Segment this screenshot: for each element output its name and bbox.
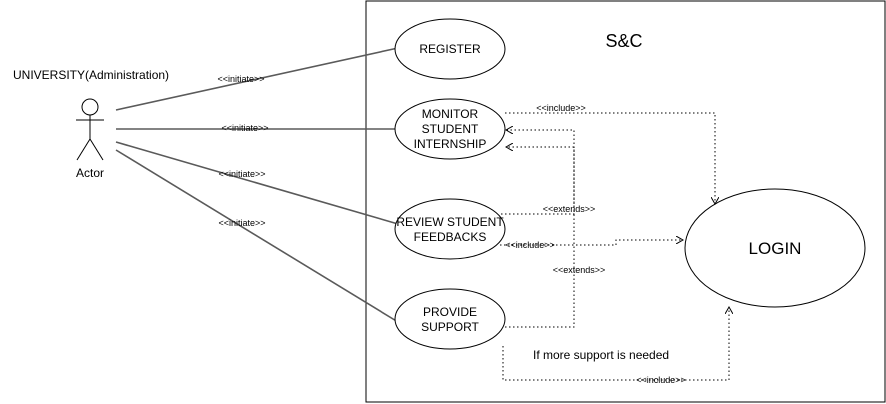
use-case-monitor-line-3: INTERNSHIP [414, 137, 487, 151]
include-label-support: <<include>> [636, 375, 686, 385]
include-label-review: <<include>> [505, 240, 555, 250]
system-title: S&C [605, 31, 642, 51]
actor-stick-figure[interactable] [76, 98, 104, 161]
include-label-monitor: <<include>> [536, 103, 586, 113]
use-case-provide-support[interactable] [394, 288, 506, 350]
use-case-monitor-line-1: MONITOR [422, 107, 479, 121]
include-edge-support-login [502, 307, 729, 381]
use-case-review-line-1: REVIEW STUDENT [396, 215, 504, 229]
use-case-register-label: REGISTER [419, 42, 481, 56]
condition-note: If more support is needed [533, 348, 669, 362]
association-register [115, 47, 399, 111]
actor-right-leg [89, 138, 104, 161]
extends-label-support: <<extends>> [553, 265, 606, 275]
extends-label-review: <<extends>> [543, 204, 596, 214]
extends-edge-review-monitor [501, 147, 575, 215]
include-edge-monitor-login [505, 112, 715, 204]
use-case-login-label: LOGIN [749, 239, 802, 258]
use-case-login[interactable] [684, 188, 866, 308]
use-case-support-line-2: SUPPORT [421, 320, 479, 334]
actor-role-label: UNIVERSITY(Administration) [13, 68, 169, 82]
use-case-review-line-2: FEEDBACKS [414, 230, 487, 244]
use-case-review-student-feedbacks[interactable] [394, 198, 506, 260]
use-case-support-line-1: PROVIDE [423, 305, 477, 319]
initiate-label-monitor: <<initiate>> [221, 123, 268, 133]
initiate-label-register: <<initiate>> [217, 74, 264, 84]
initiate-label-review: <<initiate>> [218, 169, 265, 179]
association-review [115, 141, 399, 225]
system-boundary [365, 0, 886, 403]
actor-left-leg [76, 138, 91, 161]
actor-head [81, 98, 99, 116]
initiate-label-support: <<initiate>> [218, 218, 265, 228]
actor-label: Actor [76, 166, 104, 180]
association-support [115, 149, 399, 323]
extends-edge-support-monitor [505, 130, 575, 328]
use-case-monitor-line-2: STUDENT [422, 122, 479, 136]
use-case-register[interactable] [394, 18, 506, 80]
